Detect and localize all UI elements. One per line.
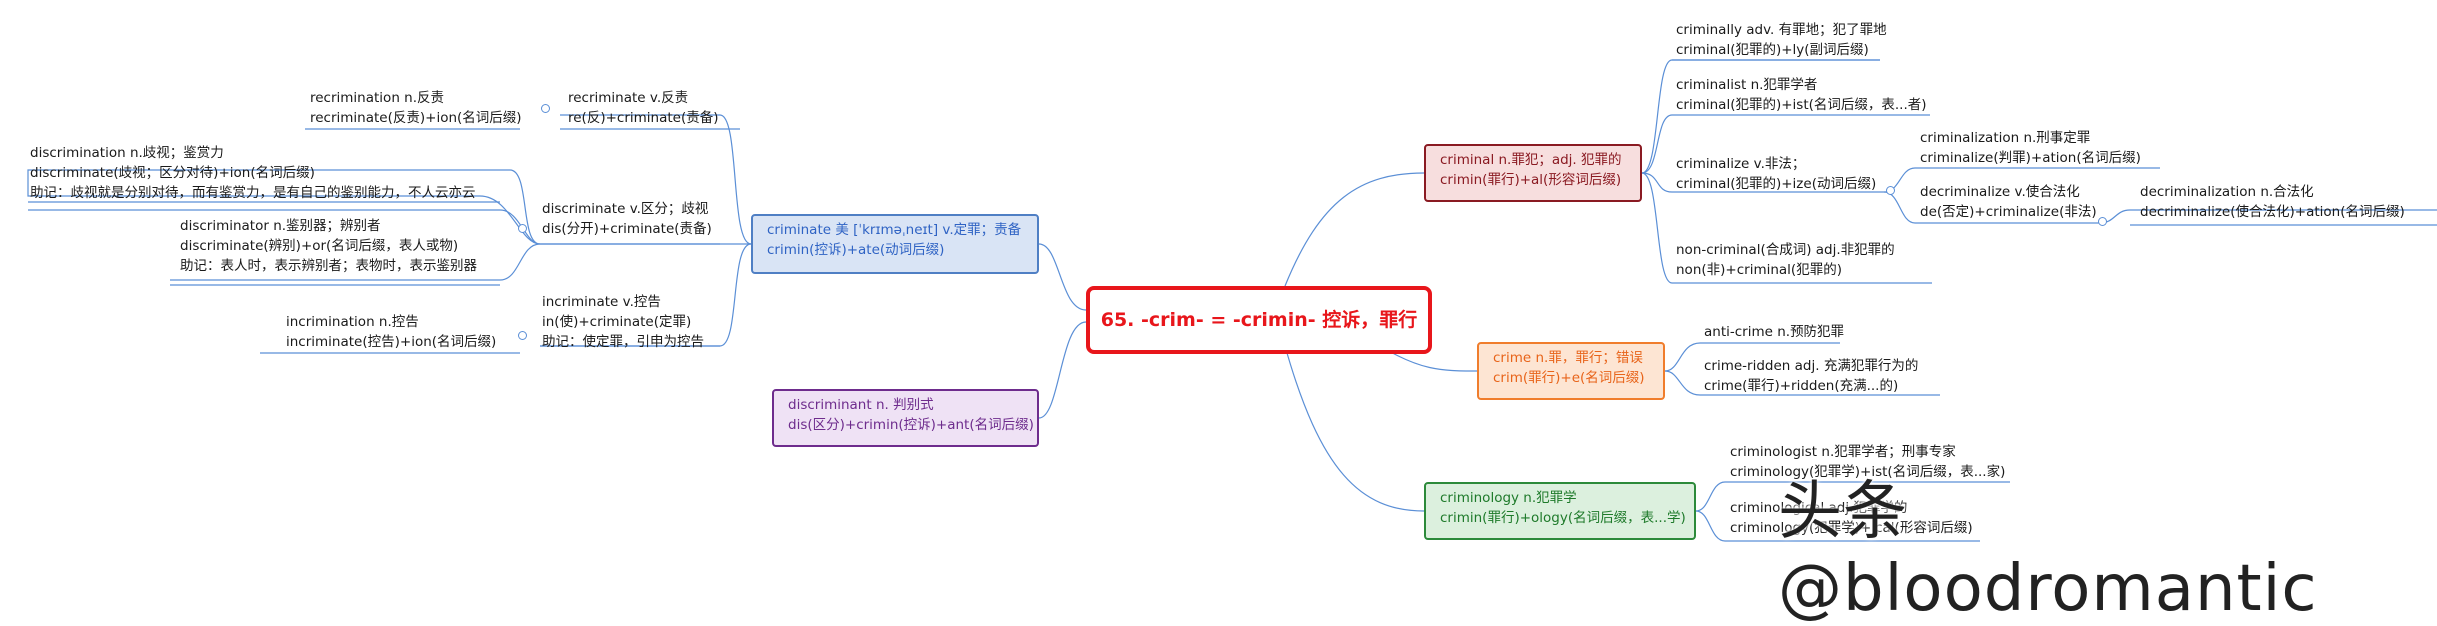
recrimination-line1: recrimination n.反责 bbox=[310, 90, 445, 106]
watermark: 头条 @bloodromantic bbox=[1778, 475, 2318, 626]
node-anticrime[interactable]: anti-crime n.预防犯罪 bbox=[1704, 322, 1844, 342]
node-criminology[interactable]: criminology n.犯罪学 crimin(罪行)+ology(名词后缀，… bbox=[1424, 482, 1696, 540]
anticrime-line1: anti-crime n.预防犯罪 bbox=[1704, 324, 1845, 340]
noncriminal-line1: non-criminal(合成词) adj.非犯罪的 bbox=[1676, 242, 1895, 258]
recriminate-line1: recriminate v.反责 bbox=[568, 90, 689, 106]
criminalize-line2: criminal(犯罪的)+ize(动词后缀) bbox=[1676, 176, 1877, 192]
criminalization-line2: criminalize(判罪)+ation(名词后缀) bbox=[1920, 150, 2141, 166]
node-criminal[interactable]: criminal n.罪犯；adj. 犯罪的 crimin(罪行)+al(形容词… bbox=[1424, 144, 1642, 202]
criminological-line1: criminological adj.犯罪学的 bbox=[1730, 500, 1908, 516]
discriminant-line1: discriminant n. 判别式 bbox=[788, 397, 934, 413]
node-criminalist[interactable]: criminalist n.犯罪学者 criminal(犯罪的)+ist(名词后… bbox=[1676, 75, 1927, 115]
criminal-line1: criminal n.罪犯；adj. 犯罪的 bbox=[1440, 152, 1622, 168]
incriminate-line1: incriminate v.控告 bbox=[542, 294, 661, 310]
crimeridden-line2: crime(罪行)+ridden(充满...的) bbox=[1704, 378, 1899, 394]
criminologist-line2: criminology(犯罪学)+ist(名词后缀，表...家) bbox=[1730, 464, 2006, 480]
criminalization-line1: criminalization n.刑事定罪 bbox=[1920, 130, 2091, 146]
criminate-line2: crimin(控诉)+ate(动词后缀) bbox=[767, 242, 945, 258]
noncriminal-line2: non(非)+criminal(犯罪的) bbox=[1676, 262, 1842, 278]
collapse-toggle-icon[interactable] bbox=[518, 331, 527, 340]
discriminator-line3: 助记：表人时，表示辨别者；表物时，表示鉴别器 bbox=[180, 258, 477, 274]
node-decriminalize[interactable]: decriminalize v.使合法化 de(否定)+criminalize(… bbox=[1920, 182, 2097, 222]
criminalize-line1: criminalize v.非法； bbox=[1676, 156, 1806, 172]
criminate-line1: criminate 美 [ˈkrɪməˌneɪt] v.定罪；责备 bbox=[767, 222, 1022, 238]
discriminate-line2: dis(分开)+criminate(责备) bbox=[542, 221, 712, 237]
node-incrimination[interactable]: incrimination n.控告 incriminate(控告)+ion(名… bbox=[286, 312, 496, 352]
discrimination-line3: 助记：歧视就是分别对待，而有鉴赏力，是有自己的鉴别能力，不人云亦云 bbox=[30, 185, 476, 201]
criminology-line1: criminology n.犯罪学 bbox=[1440, 490, 1577, 506]
incriminate-line2: in(使)+criminate(定罪) bbox=[542, 314, 692, 330]
node-crimeridden[interactable]: crime-ridden adj. 充满犯罪行为的 crime(罪行)+ridd… bbox=[1704, 356, 1918, 396]
incrimination-line1: incrimination n.控告 bbox=[286, 314, 419, 330]
link-criminate-incriminate bbox=[540, 243, 752, 347]
discriminator-line1: discriminator n.鉴别器；辨别者 bbox=[180, 218, 381, 234]
criminologist-line1: criminologist n.犯罪学者；刑事专家 bbox=[1730, 444, 1956, 460]
criminalist-line1: criminalist n.犯罪学者 bbox=[1676, 77, 1818, 93]
node-decriminalization[interactable]: decriminalization n.合法化 decriminalize(使合… bbox=[2140, 182, 2405, 222]
discrimination-line2: discriminate(歧视；区分对待)+ion(名词后缀) bbox=[30, 165, 315, 181]
link-root-criminate bbox=[1038, 243, 1087, 311]
decriminalize-line1: decriminalize v.使合法化 bbox=[1920, 184, 2080, 200]
recriminate-line2: re(反)+criminate(责备) bbox=[568, 110, 719, 126]
node-criminalize[interactable]: criminalize v.非法； criminal(犯罪的)+ize(动词后缀… bbox=[1676, 154, 1876, 194]
criminally-line1: criminally adv. 有罪地；犯了罪地 bbox=[1676, 22, 1887, 38]
collapse-toggle-icon[interactable] bbox=[518, 224, 527, 233]
incrimination-line2: incriminate(控告)+ion(名词后缀) bbox=[286, 334, 497, 350]
discrimination-line1: discrimination n.歧视；鉴赏力 bbox=[30, 145, 224, 161]
node-criminologist[interactable]: criminologist n.犯罪学者；刑事专家 criminology(犯罪… bbox=[1730, 442, 2005, 482]
discriminator-line2: discriminate(辨别)+or(名词后缀，表人或物) bbox=[180, 238, 459, 254]
collapse-toggle-icon[interactable] bbox=[2098, 217, 2107, 226]
criminal-line2: crimin(罪行)+al(形容词后缀) bbox=[1440, 172, 1622, 188]
criminological-line2: criminology(犯罪学)+ical(形容词后缀) bbox=[1730, 520, 1973, 536]
node-criminally[interactable]: criminally adv. 有罪地；犯了罪地 criminal(犯罪的)+l… bbox=[1676, 20, 1887, 60]
discriminate-line1: discriminate v.区分；歧视 bbox=[542, 201, 709, 217]
link-root-criminal bbox=[1284, 172, 1425, 287]
node-recriminate[interactable]: recriminate v.反责 re(反)+criminate(责备) bbox=[568, 88, 719, 128]
node-recrimination[interactable]: recrimination n.反责 recriminate(反责)+ion(名… bbox=[310, 88, 522, 128]
node-discrimination[interactable]: discrimination n.歧视；鉴赏力 discriminate(歧视；… bbox=[30, 143, 476, 203]
decriminalization-line2: decriminalize(使合法化)+ation(名词后缀) bbox=[2140, 204, 2405, 220]
link-criminate-recriminate bbox=[560, 114, 752, 245]
node-criminalization[interactable]: criminalization n.刑事定罪 criminalize(判罪)+a… bbox=[1920, 128, 2141, 168]
incriminate-line3: 助记：使定罪，引申为控告 bbox=[542, 334, 704, 350]
recrimination-line2: recriminate(反责)+ion(名词后缀) bbox=[310, 110, 522, 126]
link-root-criminology bbox=[1284, 345, 1425, 512]
node-discriminator[interactable]: discriminator n.鉴别器；辨别者 discriminate(辨别)… bbox=[180, 216, 477, 276]
decriminalize-line2: de(否定)+criminalize(非法) bbox=[1920, 204, 2097, 220]
root-node[interactable]: 65. -crim- = -crimin- 控诉，罪行 bbox=[1086, 286, 1432, 354]
collapse-toggle-icon[interactable] bbox=[1886, 186, 1895, 195]
criminally-line2: criminal(犯罪的)+ly(副词后缀) bbox=[1676, 42, 1869, 58]
node-crime[interactable]: crime n.罪，罪行；错误 crim(罪行)+e(名词后缀) bbox=[1477, 342, 1665, 400]
node-noncriminal[interactable]: non-criminal(合成词) adj.非犯罪的 non(非)+crimin… bbox=[1676, 240, 1895, 280]
crimeridden-line1: crime-ridden adj. 充满犯罪行为的 bbox=[1704, 358, 1919, 374]
collapse-toggle-icon[interactable] bbox=[541, 104, 550, 113]
crime-line2: crim(罪行)+e(名词后缀) bbox=[1493, 370, 1645, 386]
discriminant-line2: dis(区分)+crimin(控诉)+ant(名词后缀) bbox=[788, 417, 1034, 433]
criminology-line2: crimin(罪行)+ology(名词后缀，表...学) bbox=[1440, 510, 1686, 526]
node-discriminant[interactable]: discriminant n. 判别式 dis(区分)+crimin(控诉)+a… bbox=[772, 389, 1039, 447]
link-root-discriminant bbox=[1038, 321, 1087, 419]
crime-line1: crime n.罪，罪行；错误 bbox=[1493, 350, 1643, 366]
decriminalization-line1: decriminalization n.合法化 bbox=[2140, 184, 2314, 200]
node-criminological[interactable]: criminological adj.犯罪学的 criminology(犯罪学)… bbox=[1730, 498, 1973, 538]
node-discriminate[interactable]: discriminate v.区分；歧视 dis(分开)+criminate(责… bbox=[542, 199, 712, 239]
criminalist-line2: criminal(犯罪的)+ist(名词后缀，表...者) bbox=[1676, 97, 1927, 113]
node-criminate[interactable]: criminate 美 [ˈkrɪməˌneɪt] v.定罪；责备 crimin… bbox=[751, 214, 1039, 274]
node-incriminate[interactable]: incriminate v.控告 in(使)+criminate(定罪) 助记：… bbox=[542, 292, 704, 352]
